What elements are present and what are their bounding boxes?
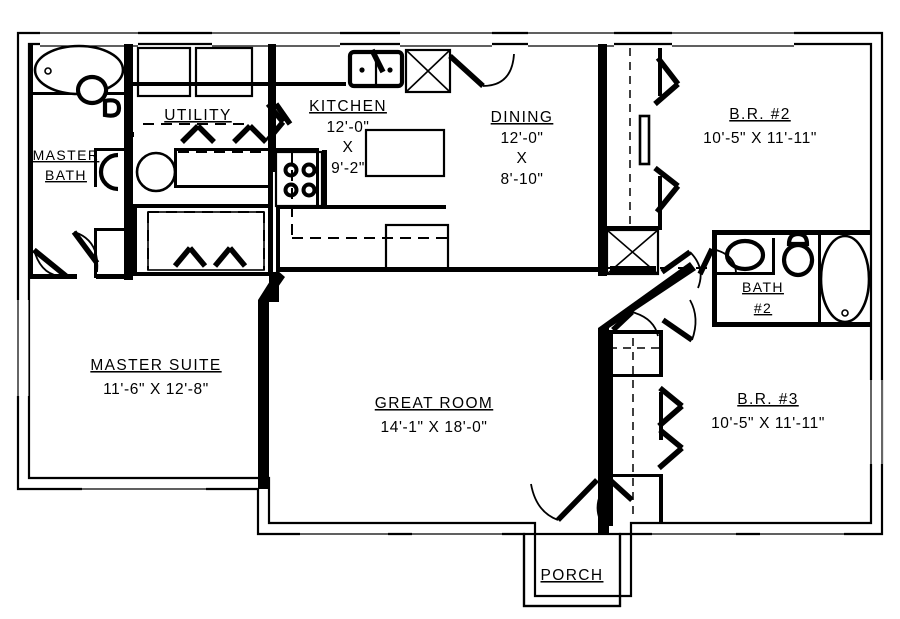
kitchen-fixtures [143, 48, 712, 271]
utility-sink-icon [135, 151, 177, 193]
label-master-suite: MASTER SUITE [90, 357, 221, 374]
bedroom-2-closet [603, 44, 662, 276]
door-br2-closet-a [653, 56, 681, 107]
door-hall-br3 [661, 299, 697, 343]
door-br3-closet-b [657, 427, 684, 471]
doors [32, 53, 737, 522]
bedroom-3-closet [605, 330, 663, 526]
room-labels: MASTER BATH UTILITY KITCHEN 12'-0" X 9'-… [33, 98, 825, 584]
label-bedroom-2: B.R. #2 [729, 106, 791, 123]
label-great-room-dim: 14'-1" X 18'-0" [381, 419, 488, 436]
bath2-toilet-icon [782, 231, 815, 278]
door-kitchen-bifold [265, 102, 286, 142]
label-dining: DINING [491, 109, 554, 126]
label-utility: UTILITY [164, 107, 232, 124]
door-br3-closet-a [657, 385, 684, 429]
label-kitchen-width: 12'-0" [326, 119, 369, 136]
door-utility-bifold-c [180, 124, 216, 144]
master-bath-fixtures [33, 44, 125, 192]
door-bath-2 [697, 247, 737, 276]
bath2-sink-icon [724, 238, 766, 272]
label-kitchen-x: X [343, 139, 354, 156]
bath2-tub-icon [819, 234, 871, 324]
door-br2-closet-b [653, 165, 681, 214]
label-dining-width: 12'-0" [500, 130, 543, 147]
bath-2-walls [712, 230, 872, 327]
kitchen-island [364, 128, 446, 178]
door-utility-bifold-d [232, 124, 268, 144]
label-dining-x: X [517, 150, 528, 167]
door-utility-back [273, 102, 293, 126]
master-toilet-icon [75, 74, 122, 118]
exterior-windows [12, 30, 883, 543]
label-bedroom-3: B.R. #3 [737, 391, 799, 408]
washer-icon [136, 46, 192, 98]
door-br3-lower [596, 477, 634, 521]
label-kitchen-depth: 9'-2" [331, 160, 365, 177]
label-kitchen: KITCHEN [309, 98, 387, 115]
label-porch: PORCH [541, 567, 604, 584]
label-master-bath-line1: MASTER [33, 147, 100, 163]
label-great-room: GREAT ROOM [375, 395, 494, 412]
label-bedroom-2-dim: 10'-5" X 11'-11" [703, 130, 817, 147]
door-hall-br2 [660, 249, 702, 289]
label-bedroom-3-dim: 10'-5" X 11'-11" [711, 415, 825, 432]
central-walls [258, 262, 696, 534]
porch-outline [522, 532, 622, 608]
label-bath-2-line2: #2 [754, 300, 772, 316]
label-master-suite-dim: 11'-6" X 12'-8" [103, 381, 209, 398]
kitchen-sink-icon [347, 48, 405, 89]
door-porch-entry [530, 478, 599, 522]
door-utility-bifold-b [212, 246, 248, 268]
door-br3-entry [611, 310, 659, 337]
dryer-icon [194, 46, 254, 98]
door-dining-exterior [448, 53, 515, 89]
range-icon [274, 150, 327, 208]
label-dining-depth: 8'-10" [500, 171, 543, 188]
door-master-bath [71, 230, 100, 273]
door-utility-bifold-a [172, 246, 208, 268]
label-bath-2-line1: BATH [742, 279, 784, 295]
refrigerator-icon [404, 48, 452, 94]
master-sink-icon [98, 152, 119, 192]
label-master-bath-line2: BATH [45, 167, 87, 183]
utility-fixtures [135, 46, 270, 271]
door-master-suite [32, 247, 68, 279]
